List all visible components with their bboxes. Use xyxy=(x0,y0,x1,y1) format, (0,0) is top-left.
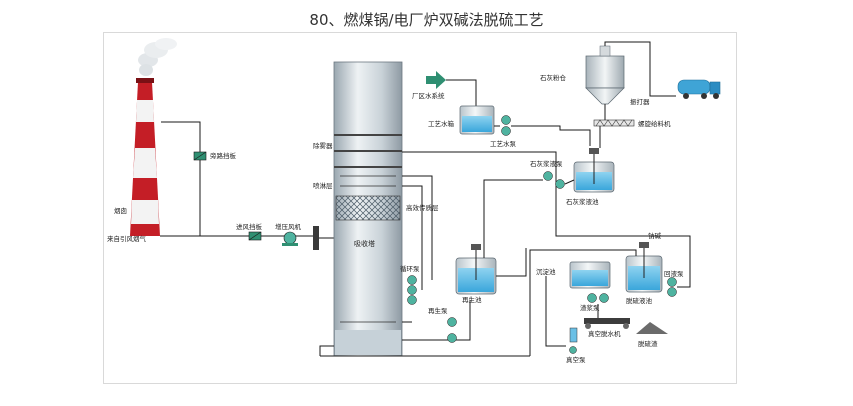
tower-piping xyxy=(319,151,557,357)
bypass-damper: 旁路挡板 xyxy=(193,151,237,161)
vacuum-filter-label: 真空脱水机 xyxy=(588,329,621,338)
regen-pumps: 再生泵 xyxy=(428,306,457,343)
process-pump-label: 工艺水泵 xyxy=(490,139,517,148)
circulation-pumps: 循环泵 xyxy=(400,264,420,305)
return-line xyxy=(529,249,637,356)
regen-tank-label: 再生池 xyxy=(462,295,482,304)
desulf-feed-line xyxy=(555,194,691,288)
inlet-flange xyxy=(313,226,319,250)
plant-water-label: 厂区水系统 xyxy=(412,91,445,100)
process-water-tank: 工艺水箱 xyxy=(428,105,495,135)
vibrator-label: 振打器 xyxy=(630,97,650,106)
lime-pump-label: 石灰浆液泵 xyxy=(530,159,563,168)
screw-feeder: 螺旋给料机 xyxy=(593,104,671,148)
lime-tank-label: 石灰浆液池 xyxy=(566,197,599,206)
booster-fan-label: 增压风机 xyxy=(275,222,302,231)
vacuum-pump-label: 真空泵 xyxy=(566,355,586,364)
return-pump-label: 回液泵 xyxy=(664,269,684,278)
absorber-label: 吸收塔 xyxy=(354,239,375,248)
lime-silo-label: 石灰粉仓 xyxy=(540,73,567,82)
regen-tank: 再生池 xyxy=(455,244,497,304)
inlet-damper-label: 进风挡板 xyxy=(236,222,263,231)
process-tank-label: 工艺水箱 xyxy=(428,119,455,128)
sedimentation-label: 沉淀池 xyxy=(536,267,556,276)
slurry-pump-label: 渣浆泵 xyxy=(580,303,600,312)
diagram-frame xyxy=(103,32,737,384)
regen-pump-label: 再生泵 xyxy=(428,306,448,315)
vacuum-pump: 真空泵 xyxy=(566,327,586,364)
smoke-plume xyxy=(138,38,177,76)
slurry-pumps: 渣浆泵 xyxy=(580,293,609,312)
flue-gas-inlet-label: 来自引风烟气 xyxy=(107,234,147,243)
page-title: 80、燃煤锅/电厂炉双碱法脱硫工艺 xyxy=(309,11,544,29)
lime-slurry-tank: 石灰浆液池 xyxy=(566,148,615,206)
booster-fan: 增压风机 xyxy=(275,222,302,246)
demister-label: 除雾器 xyxy=(313,141,333,150)
inlet-damper: 进风挡板 xyxy=(236,222,263,241)
plant-water-system: 厂区水系统 xyxy=(412,71,477,108)
chimney: 烟囱 xyxy=(114,38,177,236)
vacuum-filter: 真空脱水机 xyxy=(584,318,630,338)
circ-pump-label: 循环泵 xyxy=(400,264,420,273)
desulf-tank-label: 脱硫液池 xyxy=(626,296,653,305)
silo-vent-line xyxy=(604,41,676,97)
return-pumps: 回液泵 xyxy=(664,269,684,297)
spray-layer-label: 喷淋层 xyxy=(313,181,333,190)
process-water-pumps: 工艺水泵 xyxy=(490,115,591,148)
gypsum-pile: 脱硫渣 xyxy=(636,322,668,348)
sedimentation-tank: 沉淀池 xyxy=(536,261,611,289)
screw-feeder-label: 螺旋给料机 xyxy=(638,119,671,128)
lime-silo: 石灰粉仓 xyxy=(540,45,625,105)
gypsum-label: 脱硫渣 xyxy=(638,339,658,348)
absorber-tower xyxy=(333,61,403,357)
tanker-truck xyxy=(677,79,721,99)
chimney-label: 烟囱 xyxy=(114,206,127,215)
desulf-tank: 脱硫液池 钠碱 xyxy=(625,231,663,305)
lime-slurry-pumps: 石灰浆液泵 xyxy=(483,159,575,258)
bypass-duct xyxy=(161,121,201,236)
bypass-damper-label: 旁路挡板 xyxy=(210,151,237,160)
